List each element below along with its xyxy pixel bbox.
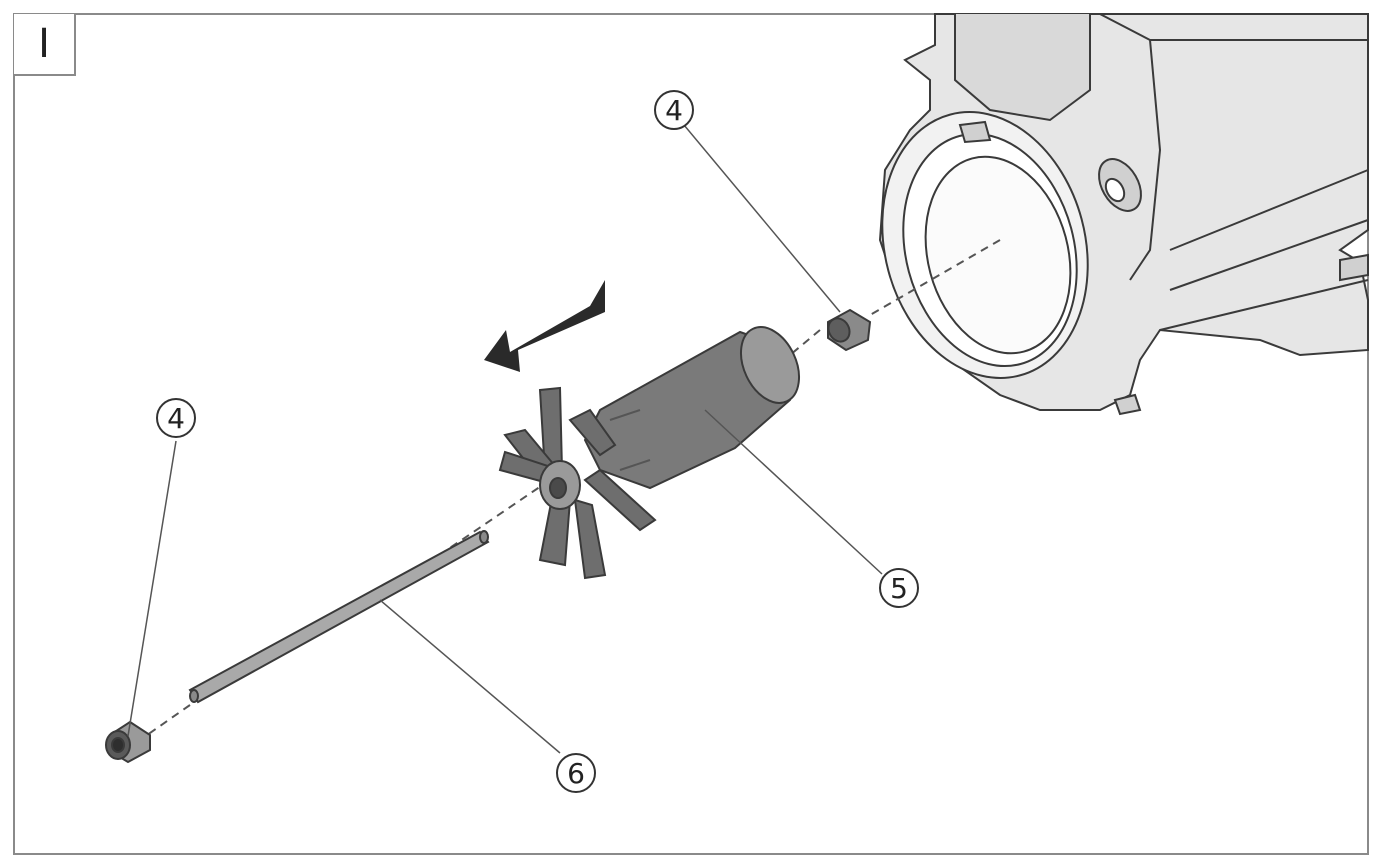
step-label: I	[14, 14, 76, 76]
shaft	[188, 530, 490, 704]
housing-ring	[881, 111, 1089, 379]
diagram-frame	[13, 13, 1369, 855]
callout-top-bearing: 4	[654, 90, 694, 130]
top-bearing	[827, 308, 872, 352]
centre-axis-line	[139, 239, 1001, 741]
leader-impeller	[704, 409, 883, 575]
leader-shaft	[379, 599, 561, 754]
leader-top-bearing	[683, 124, 841, 313]
bottom-bearing	[105, 720, 151, 764]
callout-shaft: 6	[556, 753, 596, 793]
callout-bottom-bearing: 4	[156, 398, 196, 438]
leader-bottom-bearing	[127, 440, 177, 737]
direction-arrow	[484, 280, 605, 372]
leader-lines	[127, 124, 883, 754]
rotor-impeller	[498, 326, 801, 580]
callout-impeller: 5	[879, 568, 919, 608]
